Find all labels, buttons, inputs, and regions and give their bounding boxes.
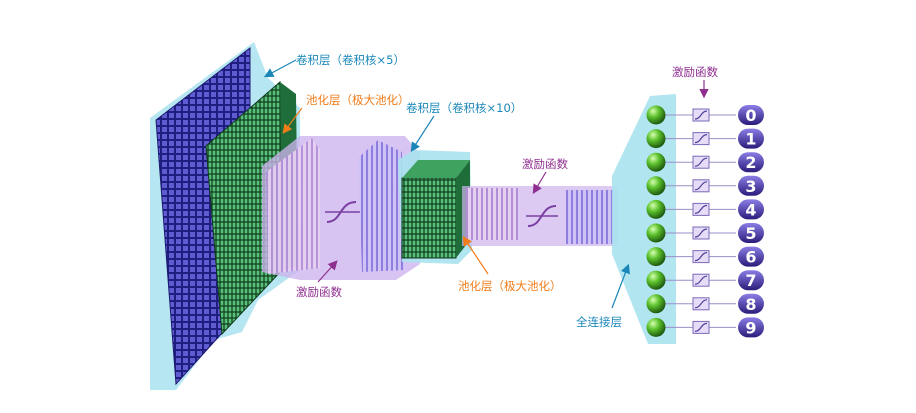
fc-label: 全连接层	[576, 315, 622, 329]
digit-badge	[738, 293, 764, 314]
output-row: 2	[646, 152, 764, 173]
activation-mid-arrow	[532, 171, 547, 195]
conv1-arrow	[263, 59, 297, 78]
fc-node	[646, 294, 666, 314]
output-digit: 4	[745, 200, 756, 219]
digit-badge	[738, 175, 764, 196]
conv2-output-front	[401, 177, 457, 259]
digit-badge	[738, 270, 764, 291]
fc-node	[646, 317, 666, 337]
fc-envelope	[612, 94, 676, 344]
pool2-arrow	[462, 236, 489, 275]
output-digit: 8	[745, 295, 756, 314]
output-digit: 9	[745, 318, 756, 337]
fc-arrow	[611, 263, 630, 309]
conv1-label: 卷积层（卷积核×5）	[296, 53, 405, 67]
pool2-label: 池化层（极大池化）	[458, 279, 562, 293]
sigmoid-icon	[694, 228, 708, 238]
output-layer: 0 1 2 3 4 5 6 7 8 9	[646, 105, 764, 338]
output-row: 7	[646, 270, 764, 291]
output-row: 0	[646, 105, 764, 125]
sigmoid-icon	[694, 181, 708, 191]
fc-input-block	[566, 190, 616, 244]
conv2-input-block	[358, 140, 404, 272]
pool1-arrow	[282, 107, 303, 134]
output-row: 6	[646, 246, 764, 267]
activation-mid-label: 激励函数	[522, 157, 568, 171]
sigmoid-icon	[694, 110, 708, 120]
digit-badge	[738, 128, 764, 149]
fc-node	[646, 199, 666, 219]
conv2-arrow	[410, 115, 435, 153]
output-row: 1	[646, 128, 764, 149]
activation-top-label: 激励函数	[672, 65, 718, 79]
digit-badge	[738, 246, 764, 267]
activation-bottom-arrow	[317, 260, 338, 283]
sigmoid-icon	[694, 322, 708, 332]
sigmoid-icon	[694, 299, 708, 309]
pool2-block	[466, 188, 518, 240]
fc-node	[646, 223, 666, 243]
fc-node	[646, 105, 666, 125]
digit-badge	[738, 317, 764, 338]
digit-badge	[738, 199, 764, 220]
sigmoid-icon	[694, 204, 708, 214]
output-digit: 3	[745, 177, 756, 196]
sigmoid-icon	[694, 157, 708, 167]
conv2-label: 卷积层（卷积核×10）	[406, 101, 522, 115]
digit-badge	[738, 223, 764, 243]
fc-node	[646, 152, 666, 172]
output-digit: 5	[745, 224, 756, 243]
sigmoid-icon	[694, 252, 708, 262]
fc-node	[646, 176, 666, 196]
output-digit: 1	[745, 130, 756, 149]
output-row: 5	[646, 223, 764, 243]
output-digit: 0	[745, 106, 756, 125]
sigmoid-icon	[694, 134, 708, 144]
output-digit: 6	[745, 248, 756, 267]
fc-node	[646, 129, 666, 149]
activation-bottom-label: 激励函数	[296, 285, 342, 299]
conv2-output-top	[402, 160, 470, 178]
digit-badge	[738, 105, 764, 125]
sigmoid-icon	[325, 201, 360, 223]
output-row: 8	[646, 293, 764, 314]
sigmoid-icon	[526, 205, 558, 227]
pool1-label: 池化层（极大池化）	[306, 93, 410, 107]
output-row: 9	[646, 317, 764, 338]
sigmoid-icon	[694, 275, 708, 285]
output-digit: 2	[745, 153, 756, 172]
fc-node	[646, 270, 666, 290]
output-digit: 7	[745, 271, 756, 290]
digit-badge	[738, 152, 764, 173]
fc-node	[646, 247, 666, 267]
output-row: 3	[646, 175, 764, 196]
pool1-block	[266, 138, 320, 274]
output-row: 4	[646, 199, 764, 220]
